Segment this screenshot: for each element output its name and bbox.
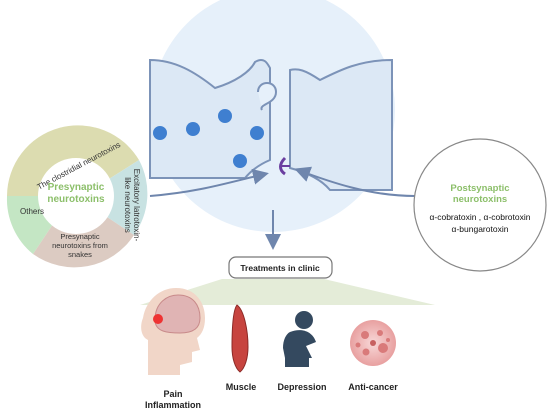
depression-icon: [283, 311, 316, 367]
vesicle: [218, 109, 232, 123]
donut-segment-latrotoxin: [101, 160, 148, 235]
vesicle: [250, 126, 264, 140]
postsynaptic-terminal: [289, 58, 393, 191]
receptor-icon: [279, 156, 287, 176]
muscle-icon: [231, 304, 249, 373]
treatment-label-pain: Pain Inflammation: [144, 389, 201, 410]
vesicle: [153, 126, 167, 140]
vesicle: [186, 122, 200, 136]
segment-label-snakes: Presynaptic neurotoxins from snakes: [52, 232, 108, 259]
treatments-box: [228, 256, 333, 279]
cancer-cell-icon: [350, 320, 396, 366]
postsynaptic-toxin-line1: α-cobratoxin , α-cobrotoxin: [429, 212, 531, 222]
postsynaptic-title: Postsynaptic neurotoxins: [450, 183, 510, 205]
presynaptic-donut: [6, 125, 148, 268]
postsynaptic-toxin-line2: α-bungarotoxin: [451, 224, 509, 234]
postsynaptic-circle: [413, 138, 547, 272]
brain-head-icon: [141, 288, 205, 375]
segment-label-latrotoxin: Excitatory latrotoxin-like neurotoxins: [123, 168, 141, 242]
donut-center: [38, 158, 114, 234]
presynaptic-center-label: Presynaptic neurotoxins: [47, 182, 105, 205]
treatment-label-anti-cancer: Anti-cancer: [348, 382, 398, 392]
treatment-fan: [140, 279, 435, 305]
presynaptic-terminal: [149, 58, 271, 179]
segment-label-others: Others: [20, 207, 44, 216]
treatment-label-muscle: Muscle: [225, 382, 257, 392]
vesicle: [233, 154, 247, 168]
treatments-label: Treatments in clinic: [240, 263, 320, 273]
treatment-label-depression: Depression: [277, 382, 327, 392]
presynaptic-arrow: [149, 168, 269, 197]
vesicle-fusion: [257, 82, 278, 111]
postsynaptic-arrow: [294, 166, 416, 197]
